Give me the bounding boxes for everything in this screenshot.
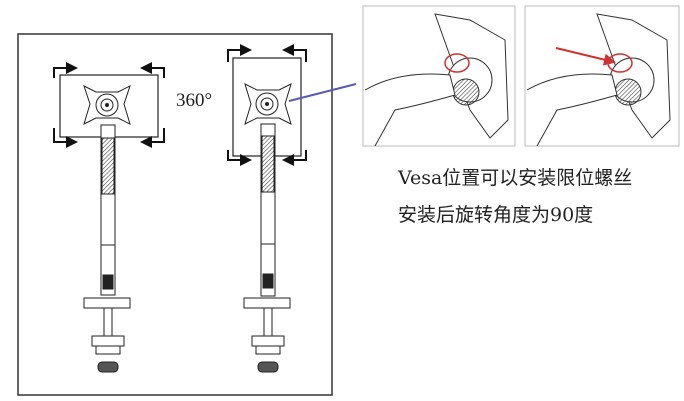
highlight-circle: [444, 53, 470, 73]
caption-line-2: 安装后旋转角度为90度: [398, 204, 594, 226]
arm-pole-right: [243, 123, 291, 373]
arm-pole-left: [83, 124, 131, 373]
arm-panel-frame: [17, 33, 333, 396]
detail-photo-after: [524, 5, 680, 147]
rotation-arrows-icon: [53, 62, 165, 148]
rotation-label: 360°: [176, 90, 213, 111]
caption-line-1: Vesa位置可以安装限位螺丝: [398, 167, 633, 189]
detail-photo-before: [362, 5, 516, 147]
highlight-arrow: [555, 47, 616, 66]
rotation-arrows-icon: [227, 44, 307, 166]
detail-pointer-line: [288, 83, 357, 102]
